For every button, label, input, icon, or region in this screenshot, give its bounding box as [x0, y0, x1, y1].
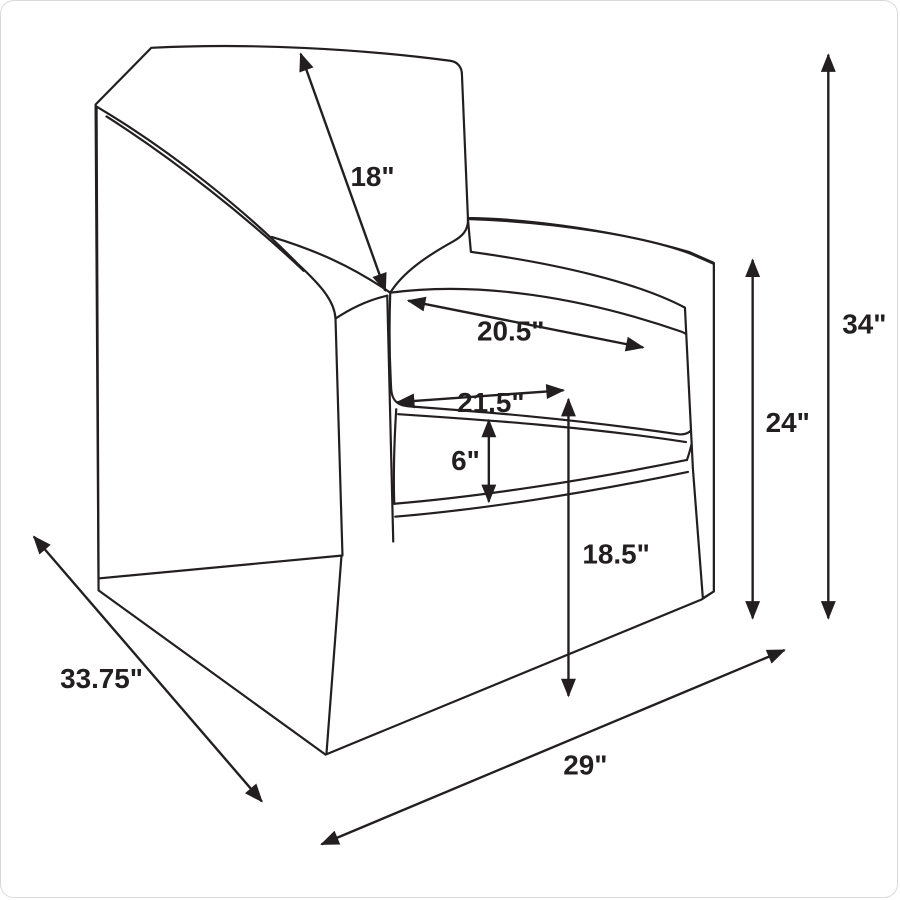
seat-depth-label: 20.5"	[477, 315, 544, 346]
overall-width-arrow	[320, 649, 786, 846]
seat-cushion-band-bottom-path	[393, 458, 689, 505]
overall-depth-arrow	[32, 535, 263, 803]
chair-line-drawing	[94, 44, 715, 756]
dimension-overall-depth: 33.75"	[32, 535, 263, 803]
dimension-seat-cushion-thickness: 6"	[451, 418, 497, 504]
overall-depth-label: 33.75"	[60, 663, 143, 694]
seat-width-arrow	[395, 384, 565, 409]
left-arm-front-top-path	[334, 294, 389, 320]
seat-deck-line-path	[394, 470, 690, 518]
dimension-seat-depth: 20.5"	[406, 296, 645, 352]
dimension-overall-width: 29"	[320, 649, 786, 846]
left-arm-inner-line-path	[105, 115, 305, 272]
seat-cushion-piping-path	[397, 413, 688, 444]
seat-width-label: 21.5"	[457, 387, 524, 418]
right-arm-path	[466, 217, 715, 600]
dimension-annotations: 18" 20.5" 21.5" 6" 18.5" 24"	[32, 52, 886, 846]
overall-width-label: 29"	[563, 750, 607, 781]
overall-height-label: 34"	[842, 309, 886, 340]
dimension-floor-to-seat-height: 18.5"	[561, 397, 650, 698]
back-cushion-diagonal-label: 18"	[350, 161, 394, 192]
back-cushion-diagonal-arrow	[299, 52, 387, 293]
dimension-back-cushion-diagonal: 18"	[299, 52, 395, 293]
floor-to-seat-height-label: 18.5"	[582, 538, 649, 569]
seat-depth-arrow	[406, 296, 645, 352]
left-arm-path	[95, 105, 344, 580]
left-arm-front-inner-edge-path	[386, 294, 395, 543]
back-cushion-edge-right-path	[389, 216, 470, 294]
seat-cushion-band-left-path	[392, 408, 398, 505]
dimension-seat-width: 21.5"	[395, 384, 565, 418]
arm-height-label: 24"	[766, 407, 810, 438]
seat-cushion-thickness-label: 6"	[451, 445, 480, 476]
dimension-overall-height: 34"	[820, 53, 886, 620]
dimension-arm-height: 24"	[745, 258, 810, 620]
